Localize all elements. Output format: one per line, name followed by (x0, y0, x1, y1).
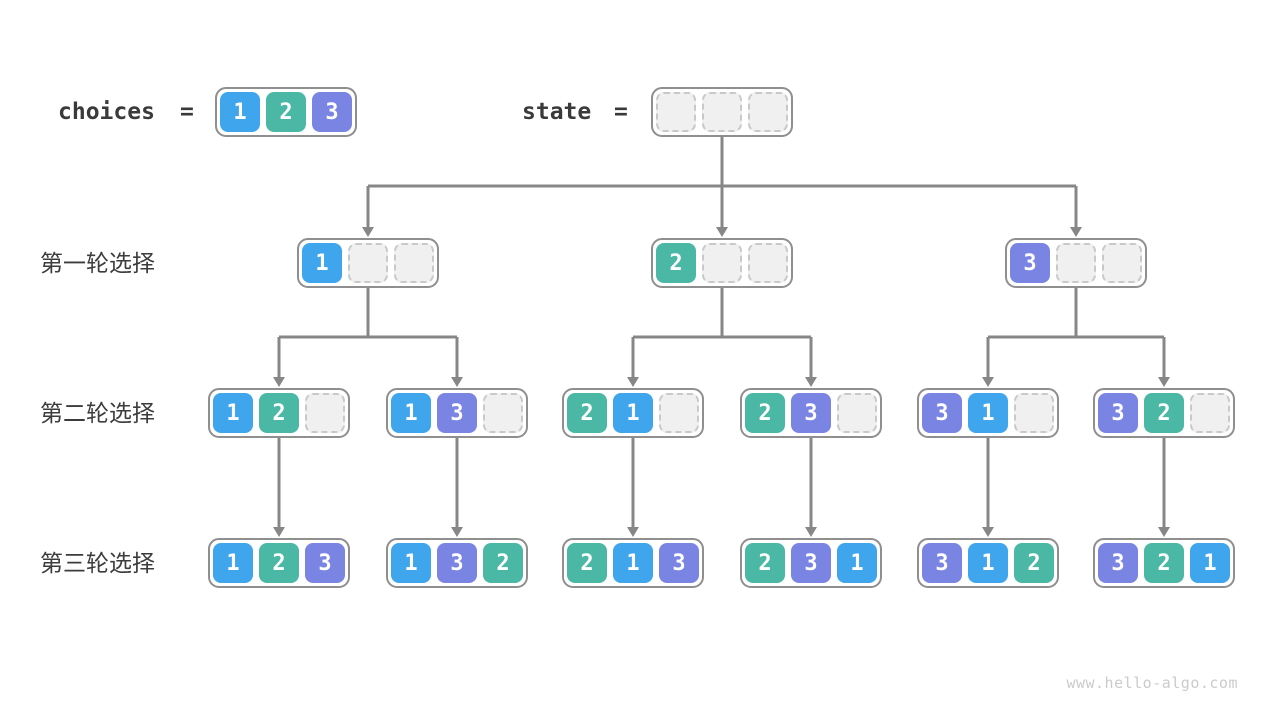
empty-cell (1190, 393, 1230, 433)
empty-cell (837, 393, 877, 433)
empty-cell (305, 393, 345, 433)
state-array (651, 87, 793, 137)
empty-cell (1102, 243, 1142, 283)
empty-cell (748, 92, 788, 132)
value-cell-1: 1 (613, 543, 653, 583)
value-cell-1: 1 (1190, 543, 1230, 583)
choices-label: choices (58, 99, 155, 125)
value-cell-1: 1 (213, 393, 253, 433)
value-cell-2: 2 (656, 243, 696, 283)
round-1-array-2: 3 (1005, 238, 1147, 288)
value-cell-1: 1 (213, 543, 253, 583)
empty-cell (702, 243, 742, 283)
arrowhead-icon (451, 527, 463, 537)
arrowhead-icon (1158, 377, 1170, 387)
arrowhead-icon (273, 527, 285, 537)
empty-cell (483, 393, 523, 433)
watermark: www.hello-algo.com (1066, 674, 1238, 692)
value-cell-2: 2 (259, 543, 299, 583)
value-cell-3: 3 (922, 393, 962, 433)
arrowhead-icon (451, 377, 463, 387)
state-equals-sign: = (614, 99, 628, 125)
arrowhead-icon (627, 527, 639, 537)
value-cell-3: 3 (1098, 543, 1138, 583)
value-cell-2: 2 (483, 543, 523, 583)
empty-cell (656, 92, 696, 132)
value-cell-3: 3 (437, 393, 477, 433)
value-cell-2: 2 (1144, 393, 1184, 433)
value-cell-3: 3 (1010, 243, 1050, 283)
value-cell-2: 2 (266, 92, 306, 132)
value-cell-2: 2 (567, 393, 607, 433)
value-cell-3: 3 (437, 543, 477, 583)
round-3-label: 第三轮选择 (40, 550, 155, 576)
value-cell-3: 3 (791, 393, 831, 433)
arrowhead-icon (716, 227, 728, 237)
value-cell-3: 3 (791, 543, 831, 583)
arrowhead-icon (273, 377, 285, 387)
empty-cell (748, 243, 788, 283)
value-cell-1: 1 (220, 92, 260, 132)
arrowhead-icon (362, 227, 374, 237)
value-cell-1: 1 (391, 543, 431, 583)
arrowhead-icon (805, 377, 817, 387)
value-cell-1: 1 (613, 393, 653, 433)
value-cell-2: 2 (1144, 543, 1184, 583)
value-cell-2: 2 (745, 393, 785, 433)
empty-cell (348, 243, 388, 283)
arrowhead-icon (982, 527, 994, 537)
value-cell-2: 2 (567, 543, 607, 583)
choices-equals-sign: = (180, 99, 194, 125)
arrowhead-icon (1158, 527, 1170, 537)
value-cell-1: 1 (968, 543, 1008, 583)
empty-cell (1014, 393, 1054, 433)
round-1-array-1: 2 (651, 238, 793, 288)
empty-cell (659, 393, 699, 433)
value-cell-1: 1 (391, 393, 431, 433)
value-cell-3: 3 (922, 543, 962, 583)
arrowhead-icon (1070, 227, 1082, 237)
value-cell-3: 3 (659, 543, 699, 583)
empty-cell (394, 243, 434, 283)
round-1-array-0: 1 (297, 238, 439, 288)
value-cell-1: 1 (968, 393, 1008, 433)
value-cell-2: 2 (745, 543, 785, 583)
arrowhead-icon (805, 527, 817, 537)
value-cell-3: 3 (305, 543, 345, 583)
empty-cell (1056, 243, 1096, 283)
arrowhead-icon (627, 377, 639, 387)
state-label: state (522, 99, 592, 125)
value-cell-1: 1 (837, 543, 877, 583)
round-1-label: 第一轮选择 (40, 250, 155, 276)
arrowhead-icon (982, 377, 994, 387)
value-cell-2: 2 (1014, 543, 1054, 583)
round-2-label: 第二轮选择 (40, 400, 155, 426)
value-cell-3: 3 (312, 92, 352, 132)
value-cell-2: 2 (259, 393, 299, 433)
empty-cell (702, 92, 742, 132)
value-cell-3: 3 (1098, 393, 1138, 433)
value-cell-1: 1 (302, 243, 342, 283)
